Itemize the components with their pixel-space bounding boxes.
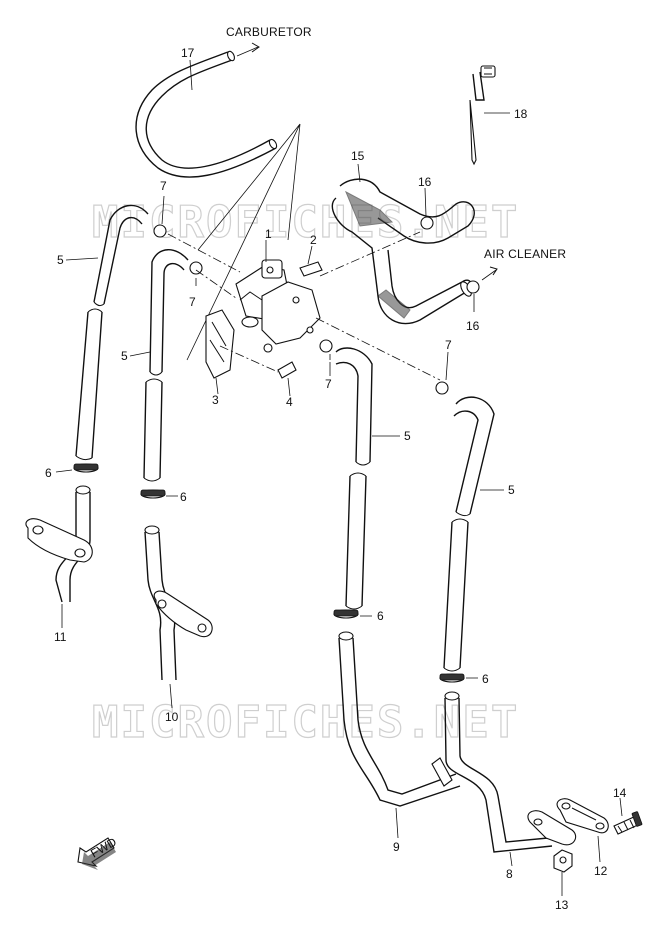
callout-5-b: 5 <box>121 349 128 363</box>
callout-6-b: 6 <box>180 490 187 504</box>
hose-5-left-lower <box>143 249 189 482</box>
bolt-14 <box>613 811 643 835</box>
pipe-9 <box>338 631 461 807</box>
callout-4: 4 <box>286 395 293 409</box>
clamp-7b <box>189 261 203 275</box>
callout-12: 12 <box>594 864 608 878</box>
callout-10: 10 <box>165 710 179 724</box>
callout-7-b: 7 <box>189 295 196 309</box>
callout-16-b: 16 <box>466 319 480 333</box>
callout-2: 2 <box>310 233 317 247</box>
clamp-7c <box>319 339 333 353</box>
clamp-6c <box>333 609 359 619</box>
callout-6-a: 6 <box>45 466 52 480</box>
callout-6-d: 6 <box>482 672 489 686</box>
clamp-16a <box>420 216 434 230</box>
pipe-8 <box>444 691 577 853</box>
clamp-6a <box>73 463 99 473</box>
callout-7-c: 7 <box>325 377 332 391</box>
pipe-10 <box>144 525 213 681</box>
hose-5-left-upper <box>75 204 149 461</box>
pipe-11 <box>25 485 93 603</box>
callout-9: 9 <box>393 840 400 854</box>
arrow-carburetor <box>251 42 260 53</box>
arrow-air-cleaner <box>489 266 498 276</box>
callout-18: 18 <box>514 107 528 121</box>
air-cleaner-heading: AIR CLEANER <box>484 247 566 261</box>
callout-7-a: 7 <box>160 179 167 193</box>
clamp-6d <box>439 673 465 683</box>
clamp-7a <box>153 224 167 238</box>
callout-1: 1 <box>265 227 272 241</box>
hose-5-mid <box>335 347 373 610</box>
callout-5-c: 5 <box>404 429 411 443</box>
clamp-6b <box>140 489 166 499</box>
callout-15: 15 <box>351 149 365 163</box>
callout-14: 14 <box>613 786 627 800</box>
gasket-12 <box>556 798 609 834</box>
callout-6-c: 6 <box>377 609 384 623</box>
clamp-16b <box>466 280 480 294</box>
valve-assembly <box>205 259 323 379</box>
callout-11: 11 <box>54 630 67 644</box>
callout-7-d: 7 <box>445 338 452 352</box>
callout-3: 3 <box>212 393 219 407</box>
hose-5-right <box>443 396 495 672</box>
fwd-arrow-icon: FWD <box>77 835 119 870</box>
clamp-7d <box>435 381 449 395</box>
callout-16-a: 16 <box>418 175 432 189</box>
nut-13 <box>553 849 573 873</box>
watermark-bottom: MICROFICHES.NET <box>92 697 519 748</box>
callout-5-d: 5 <box>508 483 515 497</box>
pipe-18 <box>469 65 496 166</box>
callout-8: 8 <box>506 867 513 881</box>
hose-17 <box>135 50 278 178</box>
callout-5-a: 5 <box>57 253 64 267</box>
callout-13: 13 <box>555 898 569 912</box>
carburetor-heading: CARBURETOR <box>226 25 312 39</box>
callout-17: 17 <box>181 46 195 60</box>
